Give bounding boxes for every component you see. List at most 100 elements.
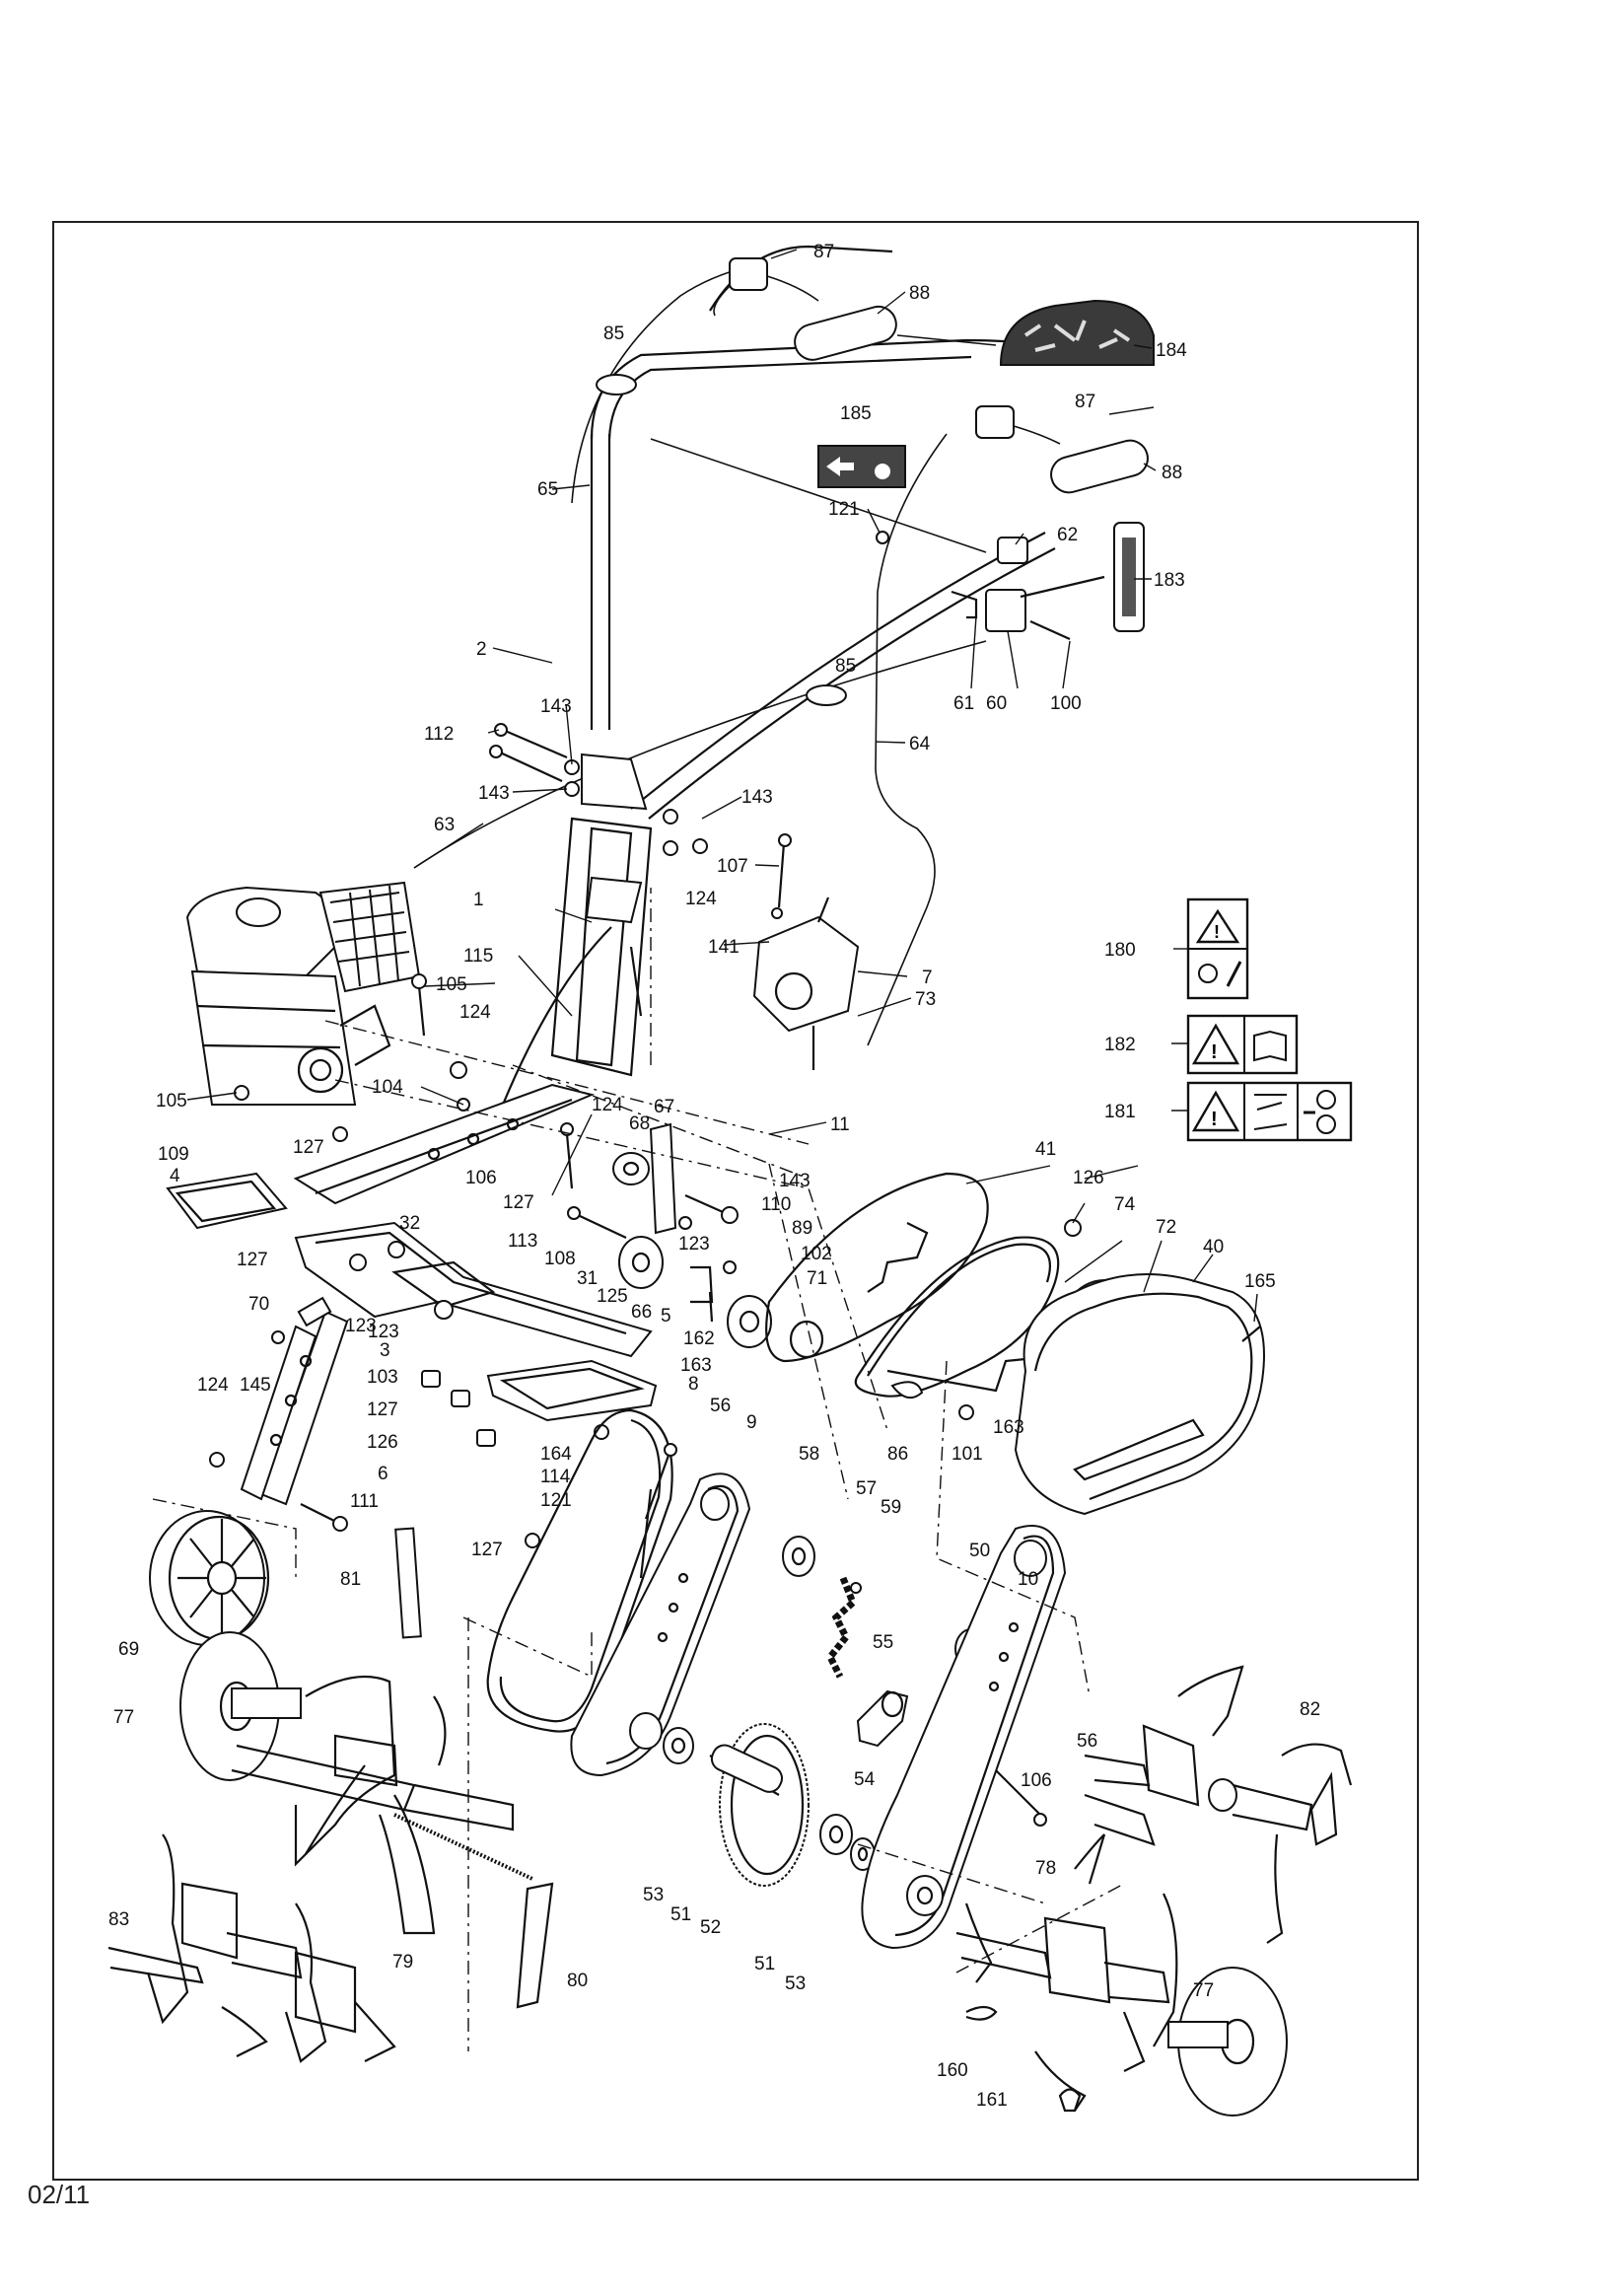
belt-tensioner-assembly <box>560 1122 739 1323</box>
callout-106: 106 <box>1021 1770 1052 1791</box>
callout-163: 163 <box>680 1355 712 1376</box>
callout-164: 164 <box>540 1444 572 1465</box>
depth-bar-6 <box>240 1310 349 1506</box>
screw-165 <box>1241 1326 1261 1342</box>
bolt-106-lower <box>995 1769 1047 1827</box>
callout-labels: 87 88 85 184 185 87 88 65 121 62 183 2 8… <box>108 242 1320 2111</box>
callout-66: 66 <box>631 1302 652 1323</box>
tine-disc-77-right <box>1167 1967 1288 2117</box>
callout-5: 5 <box>661 1306 671 1327</box>
callout-143: 143 <box>540 696 572 717</box>
depth-bar-pin-70 <box>297 1296 332 1327</box>
chain-case-9 <box>570 1472 751 1777</box>
callout-111: 111 <box>350 1491 379 1512</box>
chain-case-10 <box>861 1525 1067 1950</box>
tine-bracket-81 <box>394 1527 422 1639</box>
callout-3: 3 <box>380 1340 390 1361</box>
callout-4: 4 <box>170 1166 180 1186</box>
front-wheel-69 <box>149 1510 270 1646</box>
diagram-frame <box>52 221 1419 2181</box>
tine-assembly-82 <box>1084 1665 1353 1944</box>
idler-spring-86 <box>890 1381 924 1399</box>
callout-123: 123 <box>345 1316 377 1336</box>
chassis-frame-32 <box>293 1083 596 1205</box>
svg-text:!: ! <box>1211 1041 1218 1063</box>
callout-86: 86 <box>887 1444 908 1465</box>
callout-65: 65 <box>537 479 558 500</box>
belt-guide-41 <box>765 1172 989 1363</box>
tine-shield-4 <box>166 1172 288 1230</box>
callout-107: 107 <box>717 856 748 877</box>
callout-53: 53 <box>643 1885 664 1905</box>
tine-assembly-79 <box>231 1675 554 2009</box>
callout-184: 184 <box>1156 340 1187 361</box>
callout-106: 106 <box>465 1168 497 1188</box>
callout-68: 68 <box>629 1113 650 1134</box>
callout-103: 103 <box>367 1367 398 1388</box>
callout-56: 56 <box>710 1396 731 1416</box>
tine-assembly-78 <box>955 1833 1178 2112</box>
callout-70: 70 <box>248 1294 269 1315</box>
control-lever-87-lower <box>975 405 1061 445</box>
callout-59: 59 <box>881 1497 901 1518</box>
callout-89: 89 <box>792 1218 812 1239</box>
callout-124: 124 <box>592 1095 623 1115</box>
callout-73: 73 <box>915 989 936 1010</box>
drive-pulley-71 <box>727 1295 824 1359</box>
direction-decal-185 <box>817 445 906 488</box>
clevis-pin-160 <box>965 2005 998 2021</box>
hardware-nuts <box>209 1061 1082 1548</box>
callout-124: 124 <box>197 1375 229 1396</box>
callout-105: 105 <box>156 1091 187 1112</box>
bolt-114 <box>639 1443 677 1579</box>
callout-6: 6 <box>378 1464 388 1484</box>
handle-grip-88-upper <box>794 305 997 361</box>
callout-55: 55 <box>873 1632 893 1653</box>
callout-9: 9 <box>746 1412 757 1433</box>
callout-78: 78 <box>1035 1858 1056 1879</box>
callout-141: 141 <box>708 937 740 958</box>
belt-cover-40 <box>1014 1273 1265 1516</box>
callout-58: 58 <box>799 1444 819 1465</box>
cable-clamp-121-upper <box>876 531 889 544</box>
callout-82: 82 <box>1300 1699 1320 1720</box>
callout-145: 145 <box>240 1375 271 1396</box>
callout-185: 185 <box>840 403 872 424</box>
callout-32: 32 <box>399 1213 420 1234</box>
callout-126: 126 <box>367 1432 398 1453</box>
handle-clip-85-upper <box>596 374 637 395</box>
callout-72: 72 <box>1156 1217 1176 1238</box>
callout-62: 62 <box>1057 525 1078 545</box>
callout-2: 2 <box>476 639 487 660</box>
callout-114: 114 <box>540 1467 571 1487</box>
callout-121: 121 <box>540 1490 572 1511</box>
callout-127: 127 <box>293 1137 324 1158</box>
control-lever-87-upper <box>713 257 819 317</box>
callout-163: 163 <box>993 1417 1024 1438</box>
callout-143: 143 <box>779 1171 811 1191</box>
callout-104: 104 <box>372 1077 403 1098</box>
callout-113: 113 <box>508 1231 537 1252</box>
drive-belt-8 <box>486 1408 673 1733</box>
callout-1: 1 <box>473 890 484 910</box>
callout-100: 100 <box>1050 693 1082 714</box>
callout-61: 61 <box>953 693 974 714</box>
handle-clip-85-lower <box>806 684 847 706</box>
callout-115: 115 <box>463 946 493 967</box>
callout-181: 181 <box>1104 1102 1136 1122</box>
speed-decal-183 <box>1113 522 1145 632</box>
drive-belt-74 <box>854 1236 1060 1398</box>
callout-57: 57 <box>856 1478 877 1499</box>
drive-chain-55 <box>825 1576 862 1679</box>
tine-disc-77-left <box>179 1631 302 1781</box>
handlebar-assembly <box>413 245 1056 1046</box>
callout-80: 80 <box>567 1971 588 1991</box>
callout-112: 112 <box>424 724 454 745</box>
callout-31: 31 <box>577 1268 598 1289</box>
callout-10: 10 <box>1018 1569 1038 1590</box>
callout-123: 123 <box>678 1234 710 1255</box>
callout-124: 124 <box>685 889 717 909</box>
callout-81: 81 <box>340 1569 361 1590</box>
callout-69: 69 <box>118 1639 139 1660</box>
